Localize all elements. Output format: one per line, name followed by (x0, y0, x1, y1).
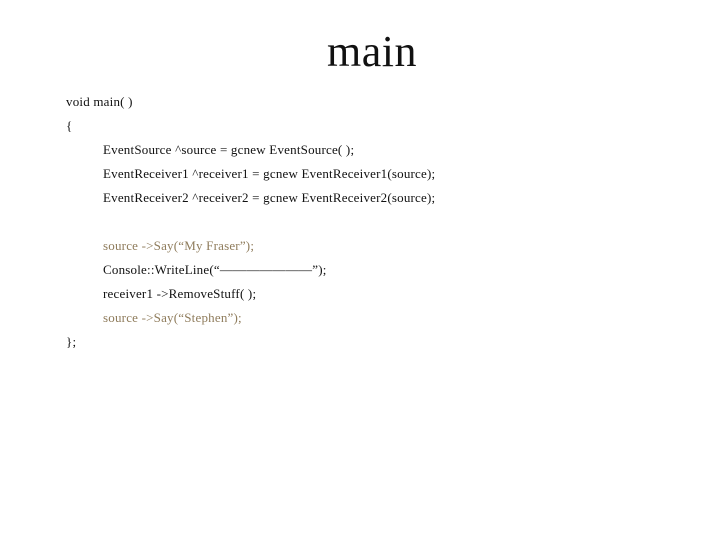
code-line-eventreceiver1: EventReceiver1 ^receiver1 = gcnew EventR… (103, 166, 436, 181)
code-line-open-brace: { (66, 118, 73, 133)
code-line-blank (0, 210, 720, 234)
code-line-say-my-fraser: source ->Say(“My Fraser”); (103, 238, 255, 253)
code-line-close-brace: }; (66, 334, 77, 349)
code-line-void-main: void main( ) (66, 94, 133, 109)
code-line-removestuff: receiver1 ->RemoveStuff( ); (103, 286, 257, 301)
code-line-console-writeline: Console::WriteLine(“———————”); (103, 262, 327, 277)
slide-title: main (327, 27, 417, 76)
code-line-eventsource: EventSource ^source = gcnew EventSource(… (103, 142, 355, 157)
code-block: void main( ) { EventSource ^source = gcn… (0, 90, 720, 354)
code-line-eventreceiver2: EventReceiver2 ^receiver2 = gcnew EventR… (103, 190, 436, 205)
code-line-say-stephen: source ->Say(“Stephen”); (103, 310, 242, 325)
